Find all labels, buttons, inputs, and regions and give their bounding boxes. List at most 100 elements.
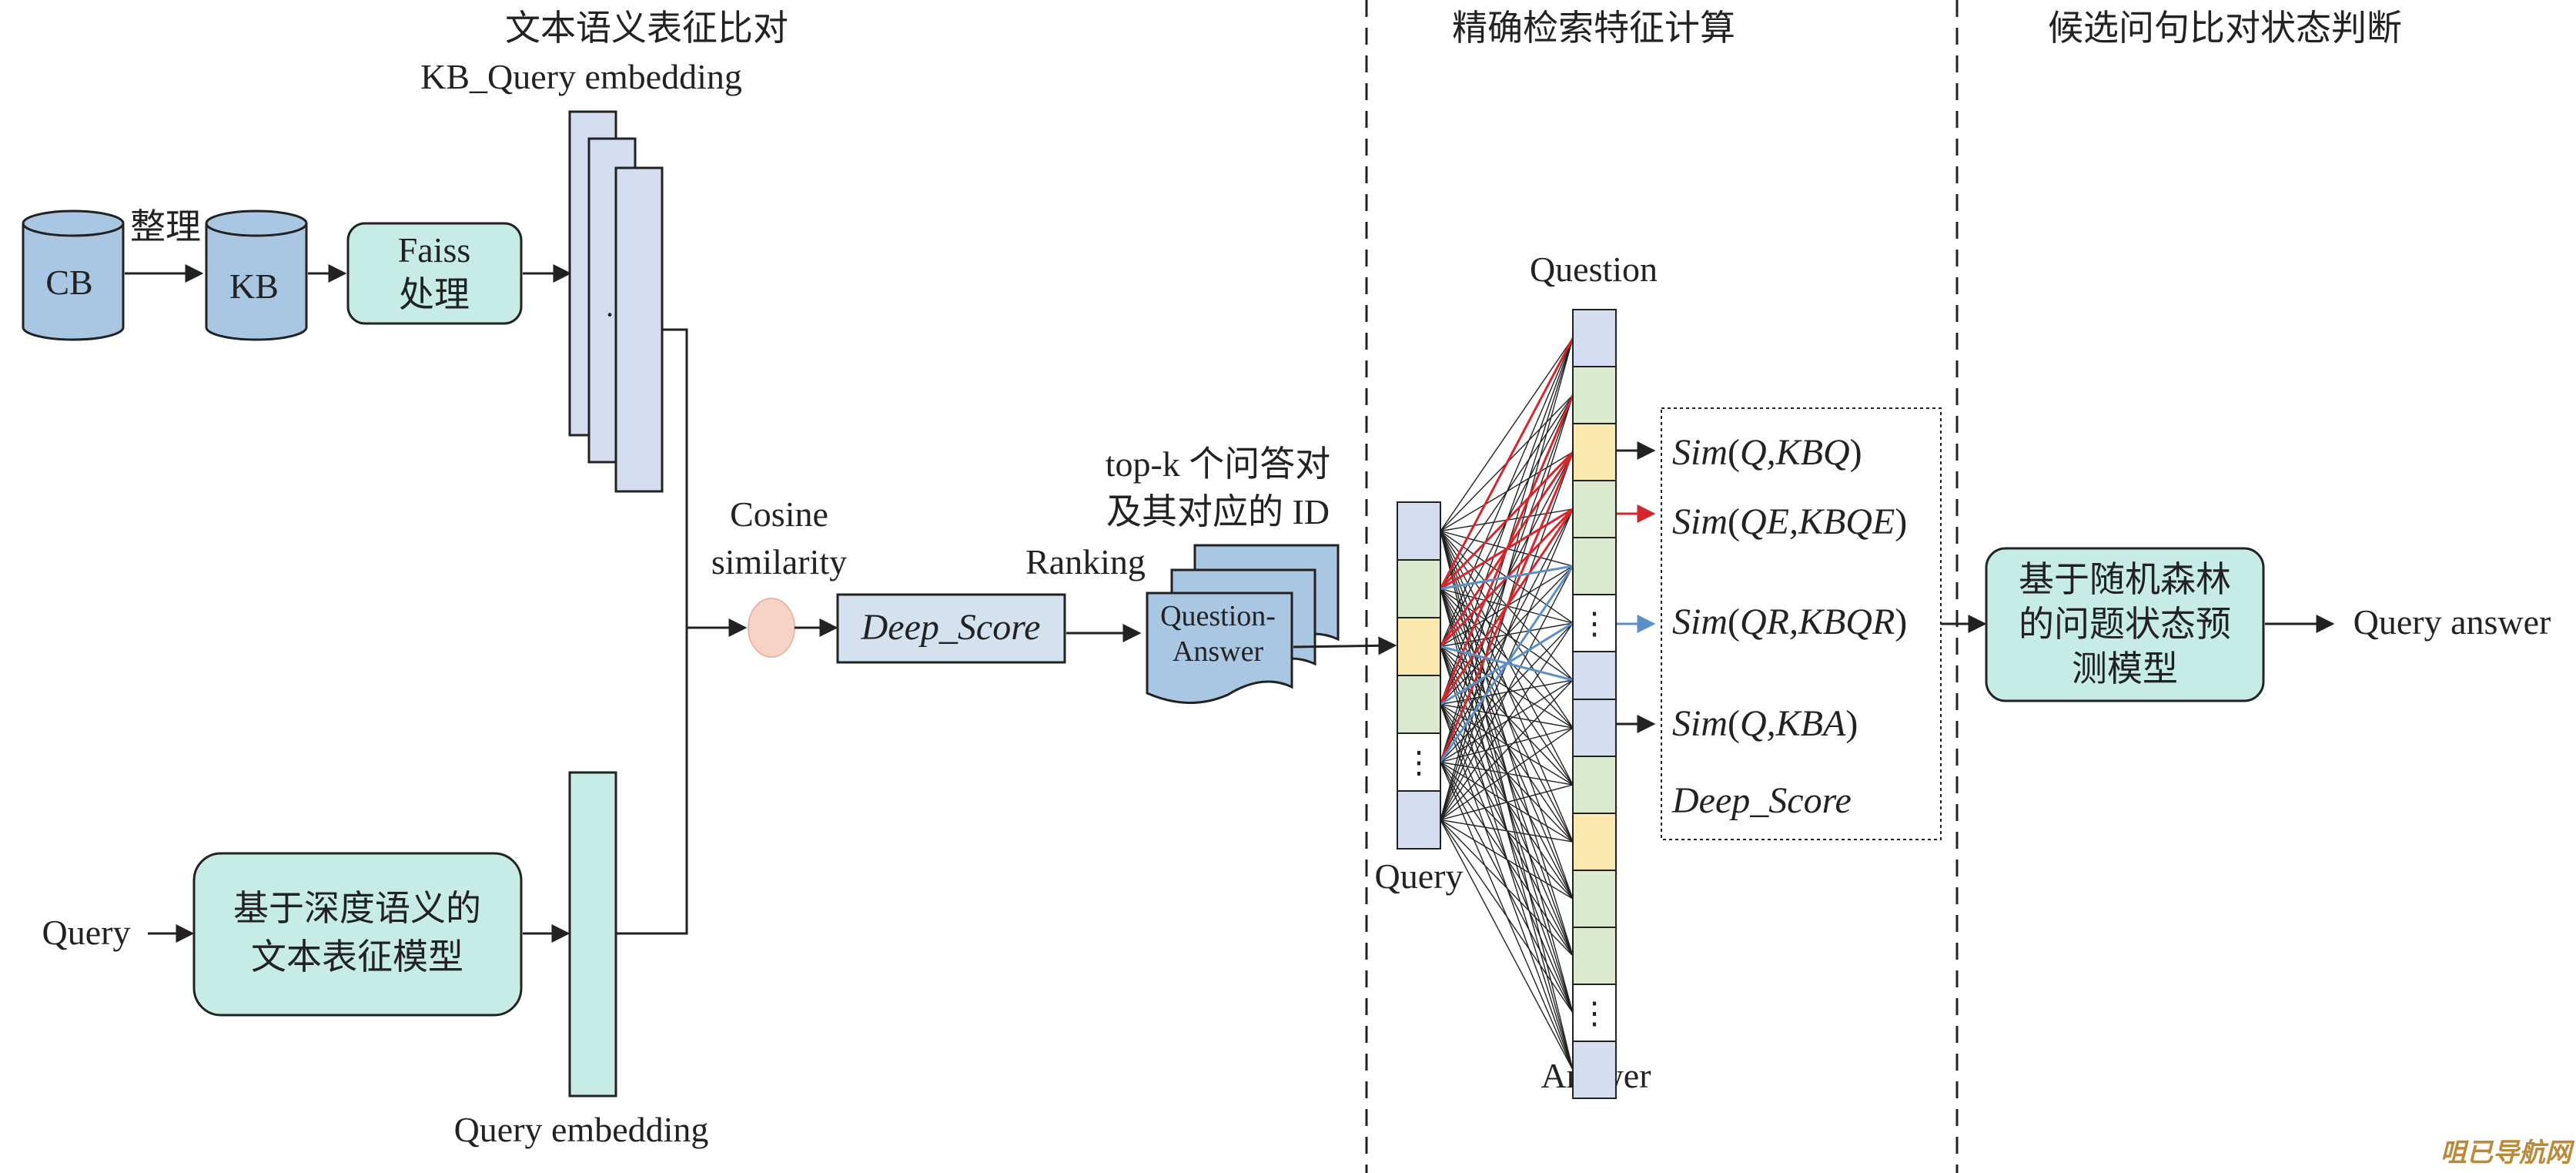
answer-vector: ⋮ <box>1572 699 1617 1099</box>
cb-label: CB <box>45 263 92 302</box>
random-forest-box <box>1985 547 2265 702</box>
feature-4-args: Q,KBA <box>1740 703 1846 744</box>
kb-embedding-connector <box>662 328 688 628</box>
query-input-label: Query <box>42 913 131 952</box>
feature-3-fn: Sim <box>1672 602 1728 642</box>
section-title-features: 精确检索特征计算 <box>1452 8 1735 48</box>
query-vector-ellipsis: ⋮ <box>1403 746 1434 780</box>
section-title-semantic: 文本语义表征比对 <box>505 8 788 48</box>
query-answer-label: Query answer <box>2354 602 2551 642</box>
kb-label: KB <box>229 266 279 306</box>
network-edge <box>1440 679 1574 820</box>
network-query-label: Query <box>1375 856 1464 896</box>
random-forest-line-1: 基于随机森林 <box>2019 560 2231 599</box>
answer-vector-cell <box>1572 1041 1617 1099</box>
network-edge <box>1440 819 1574 1071</box>
network-edge-highlight-blue <box>1439 565 1574 763</box>
network-edge <box>1440 565 1574 820</box>
svg-text:Sim(Q,KBQ): Sim(Q,KBQ) <box>1672 432 1862 473</box>
section-title-judgement: 候选问句比对状态判断 <box>2048 8 2402 48</box>
question-vector-cell <box>1572 537 1617 595</box>
network-edges <box>1439 337 1574 1071</box>
network-edge-highlight-red <box>1439 337 1574 590</box>
network-edge <box>1440 622 1574 820</box>
kb-embedding-layer-3 <box>614 166 664 493</box>
query-vector-cell <box>1397 732 1441 792</box>
query-vector: ⋮ <box>1397 501 1441 850</box>
ranking-label: Ranking <box>1025 542 1146 581</box>
network-edge <box>1440 645 1574 729</box>
feature-3-args: QR,KBQR <box>1740 602 1895 642</box>
query-embedding-connector <box>616 628 688 935</box>
deep-score-box <box>836 593 1066 664</box>
network-edge <box>1440 819 1574 843</box>
answer-vector-ellipsis: ⋮ <box>1579 996 1610 1031</box>
question-vector-cell <box>1572 480 1617 538</box>
kb-cylinder: KB <box>205 209 308 341</box>
random-forest-line-2: 的问题状态预 <box>2019 605 2231 644</box>
semantic-model-line-1: 基于深度语义的 <box>233 889 481 928</box>
qa-label-2: Answer <box>1173 635 1264 668</box>
qa-to-network-arrow <box>1293 636 1397 655</box>
question-vector-cell <box>1572 423 1617 481</box>
query-vector-cell <box>1397 501 1441 561</box>
semantic-model-line-2: 文本表征模型 <box>251 937 463 977</box>
feature-sim-qr-kbqr: Sim(QR,KBQR) <box>1672 602 1907 642</box>
query-embedding-bar <box>568 771 617 1098</box>
network-edge-highlight-red <box>1439 451 1574 763</box>
query-vector-cell <box>1397 559 1441 618</box>
feature-2-args: QE,KBQE <box>1740 501 1895 542</box>
query-vector-cell <box>1397 617 1441 676</box>
answer-vector-cell <box>1572 813 1617 871</box>
network-edge <box>1440 337 1574 647</box>
question-vector: ⋮ <box>1572 309 1617 709</box>
network-edge <box>1440 819 1574 1014</box>
feature-1-fn: Sim <box>1672 432 1728 473</box>
answer-vector-cell <box>1572 927 1617 985</box>
feature-4-fn: Sim <box>1672 703 1728 744</box>
answer-vector-cell <box>1572 984 1617 1042</box>
cb-cylinder: CB <box>22 209 125 341</box>
network-edge <box>1440 531 1574 729</box>
topk-caption-1: top-k 个问答对 <box>1106 444 1331 484</box>
query-vector-cell <box>1397 675 1441 734</box>
svg-text:Sim(QR,KBQR): Sim(QR,KBQR) <box>1672 602 1907 642</box>
network-edge <box>1440 819 1574 900</box>
question-vector-cell <box>1572 309 1617 367</box>
network-edge <box>1440 451 1574 820</box>
cosine-similarity-node <box>748 598 795 658</box>
answer-vector-cell <box>1572 756 1617 814</box>
answer-vector-cell <box>1572 870 1617 928</box>
question-vector-cell <box>1572 366 1617 424</box>
deep-score-label: Deep_Score <box>861 607 1041 648</box>
organize-label: 整理 <box>130 207 201 246</box>
network-edge <box>1440 727 1574 763</box>
cosine-label-1: Cosine <box>730 494 828 534</box>
watermark-text: 咀已导航网 <box>2441 1138 2575 1168</box>
qa-label-1: Question- <box>1160 600 1276 632</box>
network-edge-highlight-blue <box>1440 565 1574 590</box>
feature-sim-qe-kbqe: Sim(QE,KBQE) <box>1672 501 1907 542</box>
semantic-model-box <box>192 852 523 1017</box>
question-vector-ellipsis: ⋮ <box>1579 606 1610 641</box>
faiss-label-2: 处理 <box>399 275 470 314</box>
svg-text:Sim(Q,KBA): Sim(Q,KBA) <box>1672 703 1858 744</box>
faiss-label-1: Faiss <box>398 230 471 270</box>
network-edge <box>1440 337 1574 531</box>
query-vector-cell <box>1397 790 1441 850</box>
faiss-box <box>346 222 523 325</box>
network-edge <box>1440 819 1574 957</box>
qa-document-stack: Question- Answer <box>1146 544 1340 704</box>
feature-sim-q-kba: Sim(Q,KBA) <box>1672 703 1858 744</box>
random-forest-line-3: 测模型 <box>2072 649 2178 689</box>
feature-sim-q-kbq: Sim(Q,KBQ) <box>1672 432 1862 473</box>
network-question-label: Question <box>1530 250 1658 289</box>
cosine-label-2: similarity <box>711 542 847 581</box>
feature-2-fn: Sim <box>1672 501 1728 542</box>
network-edge <box>1440 784 1574 821</box>
svg-text:Sim(QE,KBQE): Sim(QE,KBQE) <box>1672 501 1907 542</box>
topk-caption-2: 及其对应的 ID <box>1106 492 1330 531</box>
network-edge <box>1440 727 1574 821</box>
network-edge-highlight-red <box>1439 451 1574 590</box>
